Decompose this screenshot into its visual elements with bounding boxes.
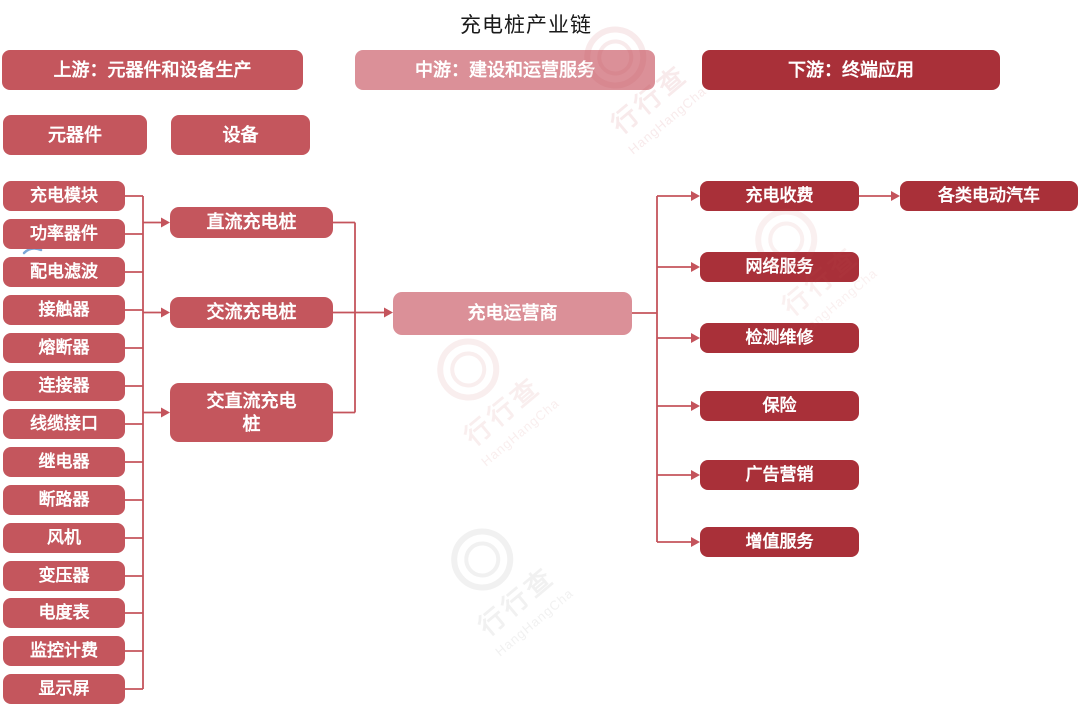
diagram-title: 充电桩产业链 — [460, 14, 592, 37]
category-box-components: 元器件 — [3, 115, 147, 155]
equipment-box-1: 交流充电桩 — [170, 297, 333, 328]
component-box-5: 连接器 — [3, 371, 125, 401]
equipment-box-0: 直流充电桩 — [170, 207, 333, 238]
component-box-11: 电度表 — [3, 598, 125, 628]
end-user-box: 各类电动汽车 — [900, 181, 1078, 211]
header-upstream: 上游：元器件和设备生产 — [2, 50, 303, 90]
component-box-4: 熔断器 — [3, 333, 125, 363]
component-box-9: 风机 — [3, 523, 125, 553]
component-box-12: 监控计费 — [3, 636, 125, 666]
equipment-box-2: 交直流充电 桩 — [170, 383, 333, 442]
component-box-6: 线缆接口 — [3, 409, 125, 439]
service-box-2: 检测维修 — [700, 323, 859, 353]
component-box-2: 配电滤波 — [3, 257, 125, 287]
header-downstream: 下游：终端应用 — [702, 50, 1000, 90]
service-box-5: 增值服务 — [700, 527, 859, 557]
pen-mark-artifact — [22, 247, 43, 255]
header-midstream: 中游：建设和运营服务 — [355, 50, 655, 90]
component-box-7: 继电器 — [3, 447, 125, 477]
component-box-10: 变压器 — [3, 561, 125, 591]
component-box-13: 显示屏 — [3, 674, 125, 704]
service-box-4: 广告营销 — [700, 460, 859, 490]
service-box-1: 网络服务 — [700, 252, 859, 282]
operator-box: 充电运营商 — [393, 292, 632, 335]
component-box-3: 接触器 — [3, 295, 125, 325]
component-box-8: 断路器 — [3, 485, 125, 515]
component-box-1: 功率器件 — [3, 219, 125, 249]
component-box-0: 充电模块 — [3, 181, 125, 211]
service-box-0: 充电收费 — [700, 181, 859, 211]
service-box-3: 保险 — [700, 391, 859, 421]
category-box-equipment: 设备 — [171, 115, 310, 155]
